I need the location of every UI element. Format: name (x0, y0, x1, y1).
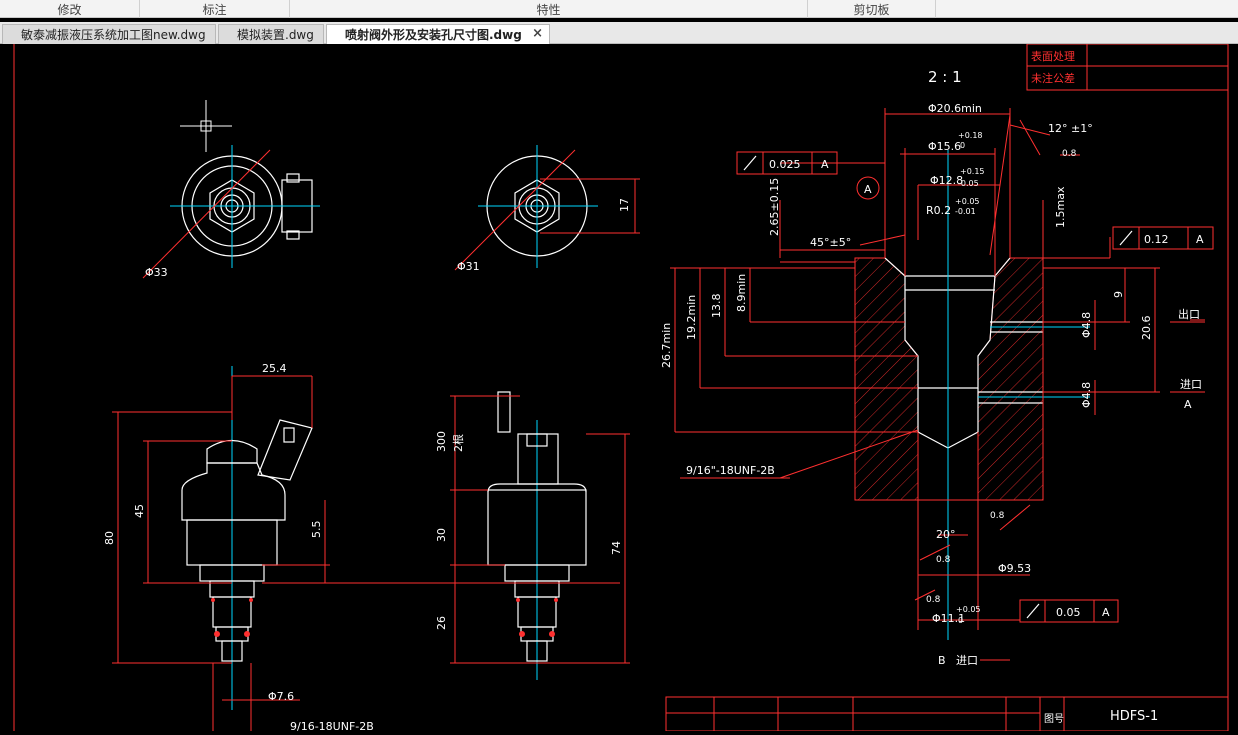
tol-15-6-lower: 0 (960, 141, 965, 150)
ribbon-group-modify[interactable]: 修改 (0, 0, 140, 18)
label-inlet: 进口 (1180, 378, 1202, 391)
roughness-0-8-right: 0.8 (990, 511, 1005, 521)
dim-26-7: 26.7min (660, 323, 673, 368)
fcf-top-datum: A (821, 158, 829, 171)
dim-5-5: 5.5 (310, 521, 323, 539)
dim-dia-33: Φ33 (145, 266, 168, 279)
tol-15-6-upper: +0.18 (958, 131, 983, 140)
tol-r-upper: +0.05 (955, 197, 980, 206)
roughness-0-8-top: 0.8 (1062, 149, 1077, 159)
ribbon-group-annotation[interactable]: 标注 (140, 0, 290, 18)
dim-300: 300 (435, 431, 448, 452)
ribbon-group-label: 修改 (57, 2, 82, 17)
tab-label: 模拟装置.dwg (237, 28, 314, 42)
label-inlet-b: 进口 (956, 654, 978, 667)
document-tab-1[interactable]: 敏泰减振液压系统加工图new.dwg (2, 24, 216, 44)
dim-30: 30 (435, 528, 448, 542)
document-tab-2[interactable]: 模拟装置.dwg (218, 24, 324, 44)
dim-dia-4-8-lower: Φ4.8 (1080, 382, 1093, 408)
ribbon-group-label: 标注 (202, 2, 227, 17)
dim-8-9: 8.9min (735, 274, 748, 312)
dim-80: 80 (103, 531, 116, 545)
drawing-number: HDFS-1 (1110, 709, 1158, 724)
document-tab-bar: 敏泰减振液压系统加工图new.dwg 模拟装置.dwg 喷射阀外形及安装孔尺寸图… (0, 22, 1238, 44)
close-icon[interactable]: × (532, 26, 543, 41)
marker-a: A (1184, 398, 1192, 411)
dim-dia-12-8: Φ12.8 (930, 174, 963, 187)
note-general-tolerance: 未注公差 (1031, 71, 1075, 85)
thread-callout-right: 9/16"-18UNF-2B (686, 464, 775, 477)
drawing-canvas[interactable]: 表面处理 未注公差 2 : 1 Φ33 Φ31 17 25.4 80 45 5.… (0, 43, 1238, 732)
ribbon-group-label: 特性 (536, 2, 561, 17)
dim-dia-11-1: Φ11.1 (932, 612, 965, 625)
dim-17: 17 (618, 198, 631, 212)
fcf-right-value: 0.12 (1144, 233, 1169, 246)
title-block-label: 图号 (1044, 713, 1064, 725)
fcf-right-datum: A (1196, 233, 1204, 246)
dim-dia-9-53: Φ9.53 (998, 562, 1031, 575)
tol-11-1-lower: 0 (958, 616, 963, 625)
dim-2-65: 2.65±0.15 (768, 178, 781, 236)
thread-callout-left: 9/16-18UNF-2B (290, 720, 374, 731)
tol-12-8-upper: +0.15 (960, 167, 985, 176)
fcf-bottom-datum: A (1102, 606, 1110, 619)
roughness-0-8-bottom: 0.8 (926, 595, 941, 605)
note-surface-treatment: 表面处理 (1031, 49, 1075, 63)
roughness-0-8-left: 0.8 (936, 555, 951, 565)
tol-r-lower: -0.01 (955, 207, 976, 216)
tol-11-1-upper: +0.05 (956, 605, 981, 614)
dim-20-6: 20.6 (1140, 316, 1153, 341)
cad-drawing (13, 43, 1229, 732)
fcf-top-value: 0.025 (769, 158, 801, 171)
ribbon-group-properties[interactable]: 特性 (290, 0, 808, 18)
dim-74: 74 (610, 541, 623, 555)
wire-count: 2根 (451, 434, 465, 452)
angle-12: 12° ±1° (1048, 122, 1093, 135)
tab-label: 喷射阀外形及安装孔尺寸图.dwg (345, 28, 522, 42)
document-tab-3[interactable]: 喷射阀外形及安装孔尺寸图.dwg × (326, 24, 550, 44)
angle-20: 20° (936, 528, 956, 541)
label-outlet: 出口 (1178, 307, 1200, 321)
datum-a-marker: A (864, 183, 872, 196)
dim-dia-20-6: Φ20.6min (928, 102, 982, 115)
dim-radius: R0.2 (926, 204, 951, 217)
dim-13-8: 13.8 (710, 294, 723, 319)
dim-dia-4-8-upper: Φ4.8 (1080, 312, 1093, 338)
dim-1-5max: 1.5max (1054, 186, 1067, 228)
dim-26: 26 (435, 616, 448, 630)
dim-19-2: 19.2min (685, 295, 698, 340)
marker-b: B (938, 654, 946, 667)
ribbon-group-clipboard[interactable]: 剪切板 (808, 0, 936, 18)
dim-25-4: 25.4 (262, 362, 287, 375)
dim-45: 45 (133, 504, 146, 518)
tab-label: 敏泰减振液压系统加工图new.dwg (21, 28, 206, 42)
angle-45: 45°±5° (810, 236, 851, 249)
dim-dia-31: Φ31 (457, 260, 480, 273)
scale-label: 2 : 1 (928, 68, 962, 86)
dim-dia-15-6: Φ15.6 (928, 140, 961, 153)
fcf-bottom-value: 0.05 (1056, 606, 1081, 619)
ribbon-group-label: 剪切板 (853, 2, 890, 17)
dim-9: 9 (1112, 291, 1125, 298)
tol-12-8-lower: -0.05 (958, 179, 979, 188)
cad-text-layer: 表面处理 未注公差 2 : 1 Φ33 Φ31 17 25.4 80 45 5.… (103, 49, 1204, 731)
dim-dia-7-6: Φ7.6 (268, 690, 294, 703)
ribbon-panel-bar: 修改 标注 特性 剪切板 (0, 0, 1238, 18)
